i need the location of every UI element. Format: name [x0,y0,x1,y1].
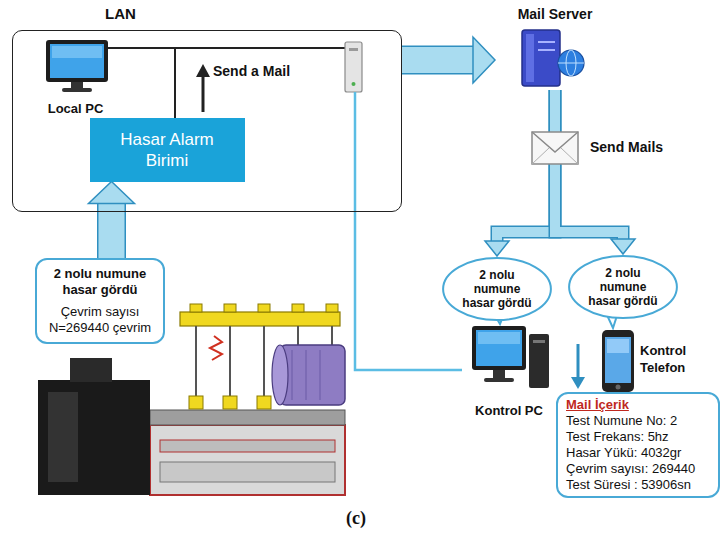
pc-label: Kontrol PC [475,403,543,418]
bubble-text: 2 nolu numune hasar gördü [586,266,660,308]
mail-server: Mail Server [495,6,615,90]
connector [485,90,555,256]
callout-title: 2 nolu numune hasar gördü [45,266,155,298]
arrow-label: Send a Mail [213,63,290,79]
pc-label: Local PC [48,101,104,116]
test-machine [38,304,345,495]
speech-bubble: 2 nolu numune hasar gördü [442,256,552,322]
mail-line: Test Süresi : 53906sn [566,477,710,493]
phone-icon [602,330,634,392]
lan-box: LANLocal PCHasar Alarm Birimi [12,30,402,212]
control-phone: Kontrol Telefon [598,325,716,393]
mail-content-box: Mail İçerikTest Numune No: 2Test Frekans… [556,392,720,498]
envelope-icon [532,132,578,164]
mail-line: Çevrim sayısı: 269440 [566,461,710,477]
mail-server-icon [522,30,584,86]
figure-caption: (c) [346,508,366,529]
server-label: Mail Server [518,6,593,22]
speech-bubble: 2 nolu numune hasar gördü [568,254,678,320]
cycle-count: Çevrim sayısı N=269440 çevrim [45,304,155,336]
lan-title: LAN [105,5,136,22]
callout-box: 2 nolu numune hasar gördüÇevrim sayısı N… [35,258,165,344]
unit-name: Hasar Alarm Birimi [100,129,235,171]
bubble-text: 2 nolu numune hasar gördü [460,268,534,310]
mail-heading: Mail İçerik [566,397,710,413]
mail-line: Test Numune No: 2 [566,413,710,429]
arrow-label: Send Mails [590,139,663,155]
local-pc-icon [46,40,108,92]
lan-bus [106,47,345,49]
control-pc: Kontrol PC [462,322,556,418]
control-pc-icon [472,326,549,388]
local-pc: Local PC [26,36,126,116]
phone-label: Kontrol Telefon [640,342,716,376]
bus-drop [174,48,176,118]
mail-line: Test Frekans: 5hz [566,429,710,445]
connector [402,37,495,83]
connector [89,182,135,259]
send-arrow [196,64,210,112]
down-arrow [571,344,585,389]
connector [555,90,635,254]
router-wire [354,92,357,212]
router-icon [345,42,362,92]
alarm-unit-box: Hasar Alarm Birimi [90,118,245,182]
mail-line: Hasar Yükü: 4032gr [566,445,710,461]
